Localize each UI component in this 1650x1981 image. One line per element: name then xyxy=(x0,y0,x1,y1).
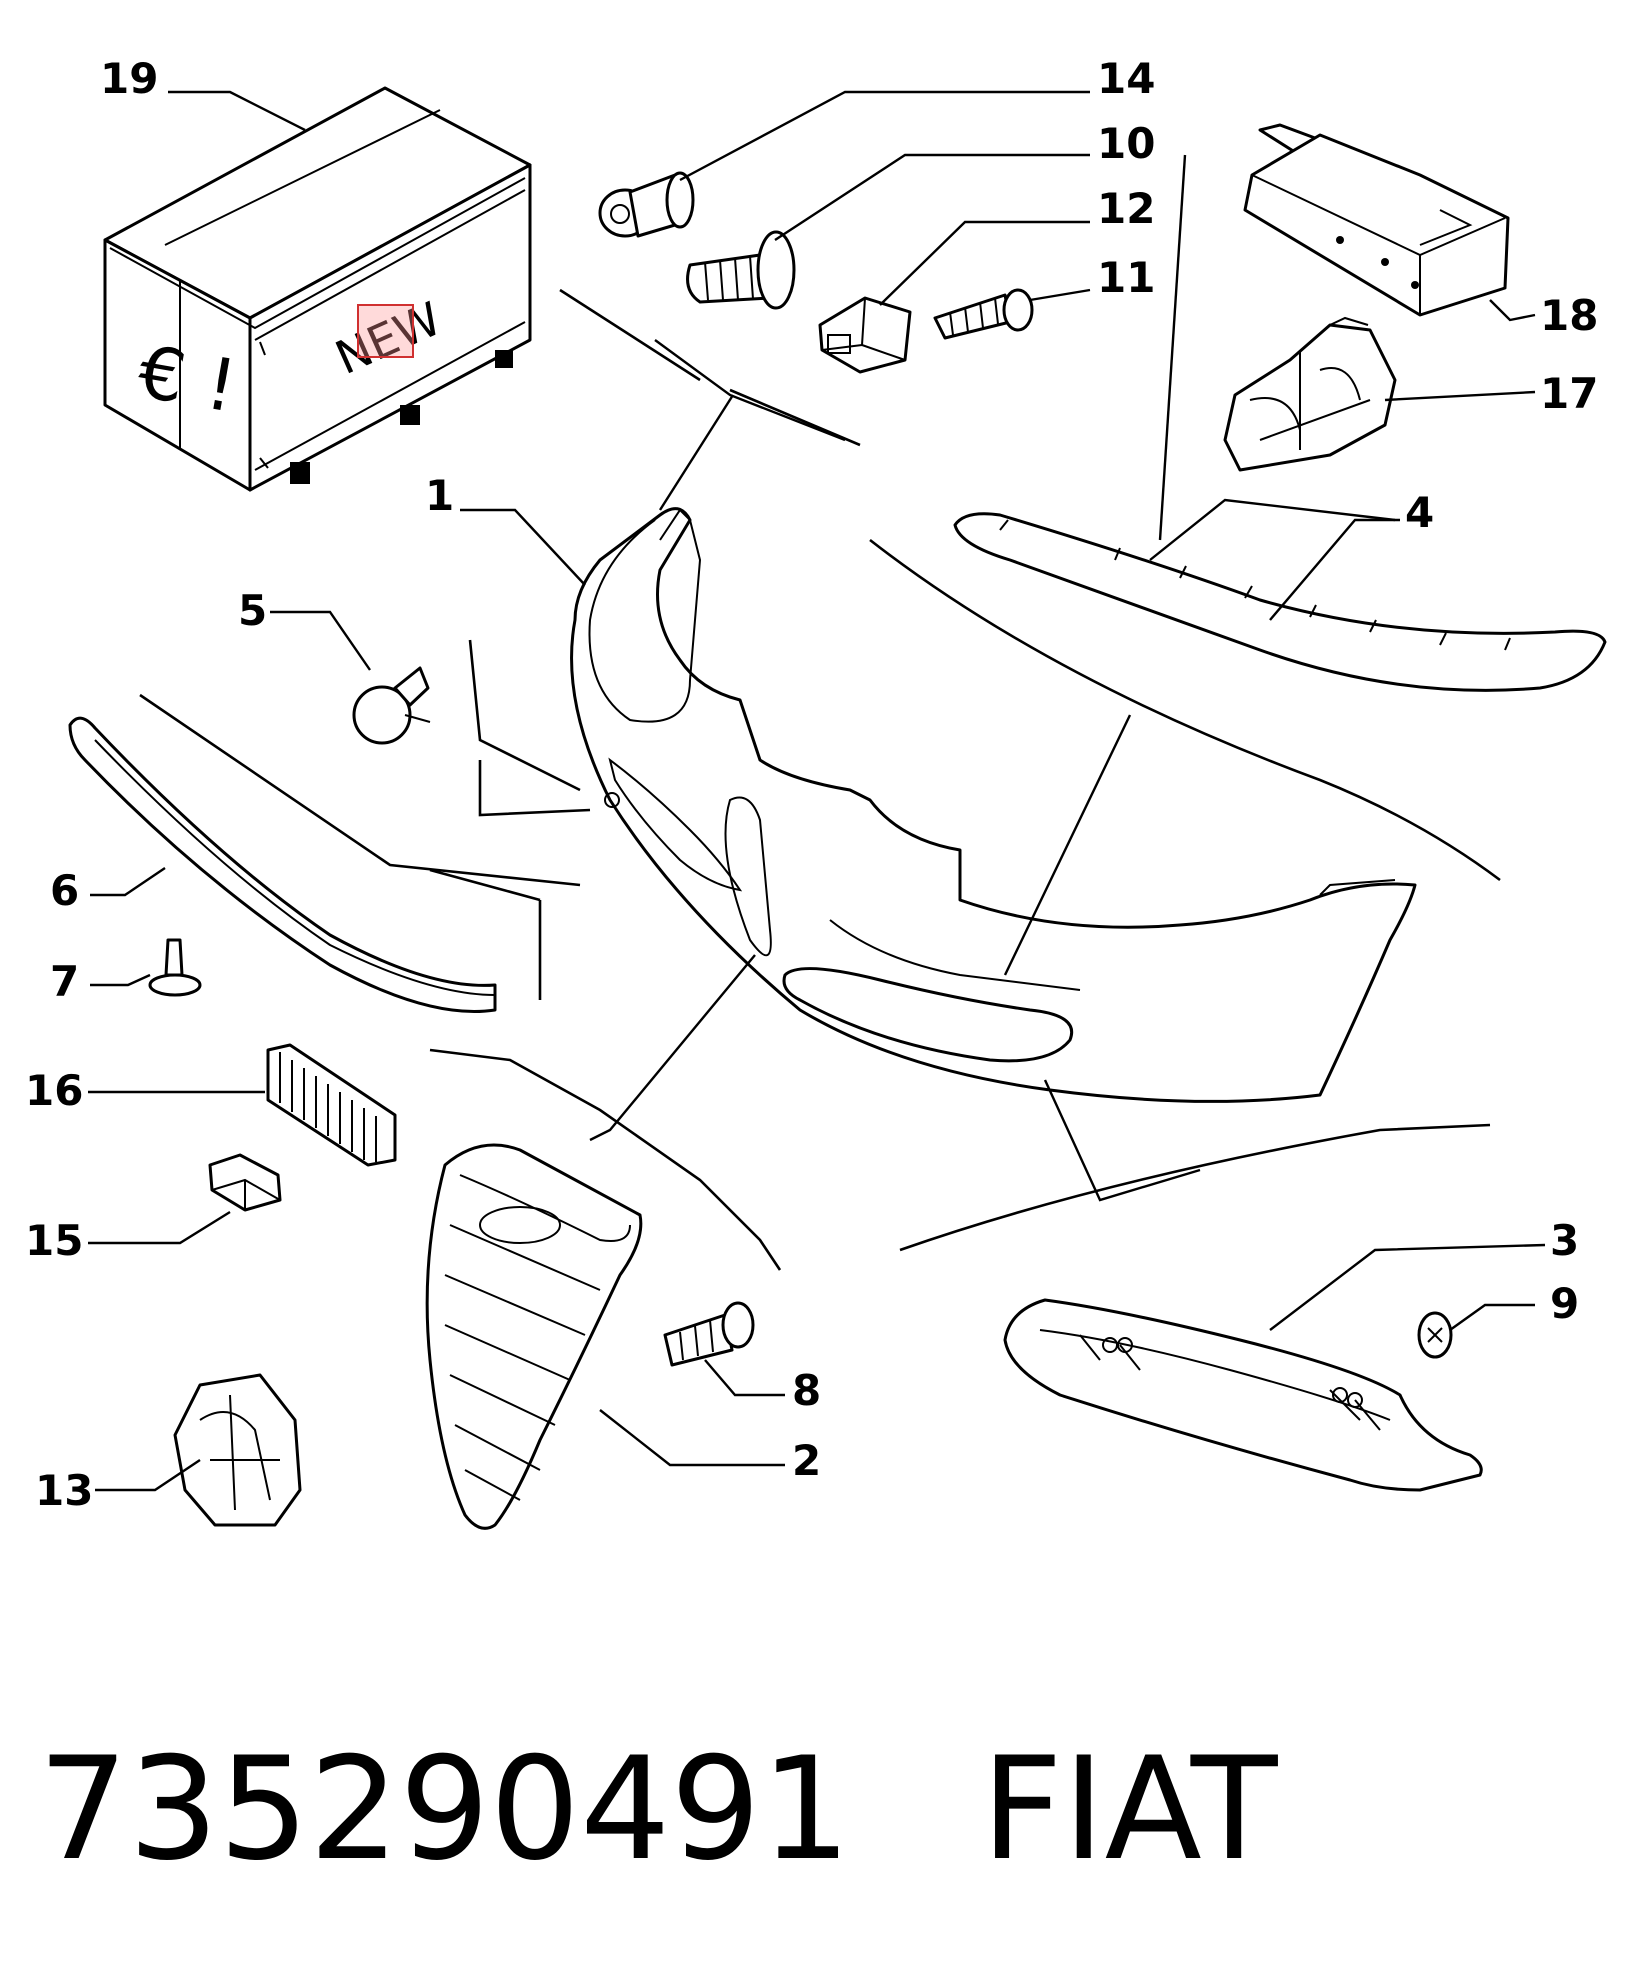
small-clip-part-15 xyxy=(208,1153,282,1212)
cap-part-5 xyxy=(352,666,431,745)
callout-17: 17 xyxy=(1540,369,1598,418)
exploded-parts-diagram: € ! NEW xyxy=(25,54,1607,1530)
callout-11: 11 xyxy=(1097,253,1155,302)
foam-pad-part-16 xyxy=(266,1043,397,1167)
callout-4: 4 xyxy=(1405,488,1434,537)
callout-5: 5 xyxy=(238,586,267,635)
crate-part-19: € ! NEW xyxy=(103,86,532,492)
car-body-outline xyxy=(139,288,1501,1271)
screw-part-8 xyxy=(663,1301,755,1367)
clip-part-9 xyxy=(1417,1311,1453,1359)
part-number: 735290491 xyxy=(38,1727,852,1892)
callout-18: 18 xyxy=(1540,291,1598,340)
lower-strip-part-6 xyxy=(68,716,497,1014)
callout-1: 1 xyxy=(425,471,454,520)
euro-mark: € ! xyxy=(132,329,243,429)
callout-12: 12 xyxy=(1097,184,1155,233)
side-grille-part-3 xyxy=(1003,1298,1483,1492)
bumper-part-1 xyxy=(570,507,1417,1103)
leader-lines xyxy=(88,90,1546,1492)
callout-7: 7 xyxy=(50,957,79,1006)
clip-bracket-part-17 xyxy=(1223,316,1397,472)
callout-10: 10 xyxy=(1097,119,1155,168)
highlight-marker xyxy=(357,304,414,358)
pin-part-7 xyxy=(148,938,202,997)
callout-14: 14 xyxy=(1097,54,1155,103)
center-grille-part-2 xyxy=(425,1143,643,1530)
rivet-nut-part-14 xyxy=(598,171,695,238)
callout-6: 6 xyxy=(50,866,79,915)
callout-3: 3 xyxy=(1550,1216,1579,1265)
callout-8: 8 xyxy=(792,1366,821,1415)
bracket-part-18 xyxy=(1243,123,1510,317)
brand-name: FIAT xyxy=(981,1727,1278,1892)
clip-nut-part-12 xyxy=(818,296,912,374)
callout-16: 16 xyxy=(25,1066,83,1115)
push-clip-part-10 xyxy=(686,230,796,310)
screw-part-11 xyxy=(933,288,1034,340)
callout-labels: 19 14 10 12 11 18 17 1 4 5 6 7 16 15 3 9… xyxy=(25,54,1598,1515)
callout-19: 19 xyxy=(100,54,158,103)
callout-9: 9 xyxy=(1550,1279,1579,1328)
callout-15: 15 xyxy=(25,1216,83,1265)
bracket-part-13 xyxy=(173,1373,302,1527)
trim-strip-part-4 xyxy=(953,512,1607,692)
callout-13: 13 xyxy=(35,1466,93,1515)
callout-2: 2 xyxy=(792,1436,821,1485)
